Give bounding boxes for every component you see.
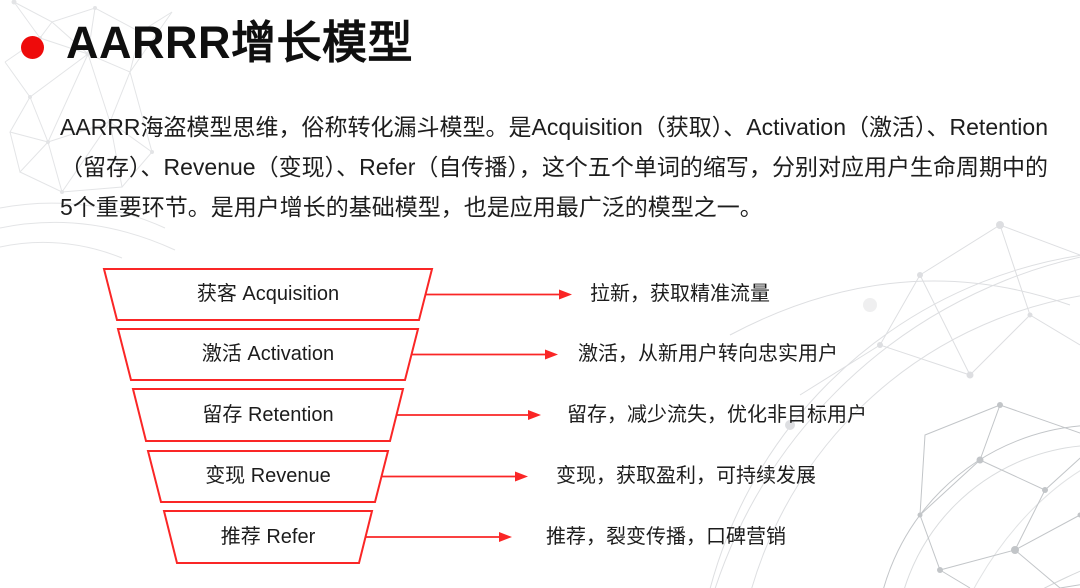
funnel-stage-label-acquisition: 获客 Acquisition (196, 283, 340, 305)
funnel-stage-shape-acquisition (102, 268, 434, 321)
arrow-icon (528, 410, 541, 420)
funnel-stage-label-revenue: 变现 Revenue (205, 465, 331, 487)
funnel-stage-desc-acquisition: 拉新，获取精准流量 (590, 283, 770, 305)
funnel-stage-label-refer: 推荐 Refer (220, 526, 316, 548)
page-title: AARRR增长模型 (66, 17, 413, 68)
arrow-icon (499, 532, 512, 542)
funnel-stage-shape-refer (162, 510, 374, 564)
funnel-stage-desc-refer: 推荐，裂变传播，口碑营销 (546, 526, 786, 548)
funnel-stage-shape-activation (116, 328, 420, 381)
red-dot-icon (21, 36, 44, 59)
arrow-icon (545, 349, 558, 360)
funnel-stage-shape-retention (131, 388, 405, 442)
arrow-icon (559, 289, 572, 300)
funnel-stage-label-activation: 激活 Activation (201, 343, 335, 365)
funnel-stage-desc-retention: 留存，减少流失，优化非目标用户 (567, 404, 867, 426)
funnel-diagram (102, 268, 572, 564)
funnel-stage-desc-activation: 激活，从新用户转向忠实用户 (578, 343, 838, 365)
funnel-stage-desc-revenue: 变现，获取盈利，可持续发展 (556, 465, 816, 487)
funnel-stage-shape-revenue (146, 450, 390, 503)
intro-paragraph: AARRR海盗模型思维，俗称转化漏斗模型。是Acquisition（获取）、Ac… (60, 114, 1048, 220)
arrow-icon (515, 471, 528, 482)
funnel-stage-label-retention: 留存 Retention (202, 404, 334, 426)
